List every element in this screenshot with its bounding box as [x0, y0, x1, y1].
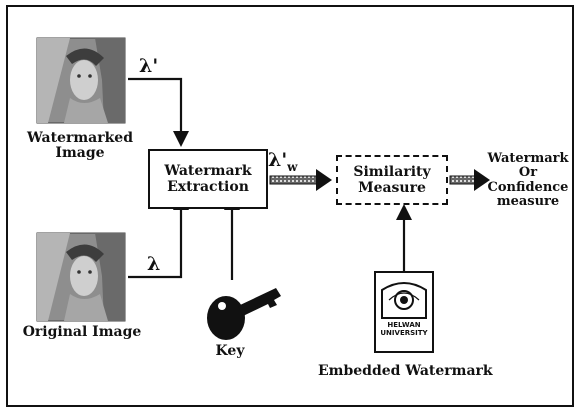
arrow-extraction-to-similarity: [269, 175, 319, 185]
watermarked-image-label: Watermarked Image: [20, 130, 140, 162]
embedded-watermark-label: Embedded Watermark: [318, 363, 493, 379]
watermarked-image-thumbnail: [36, 37, 126, 124]
similarity-measure-box: Similarity Measure: [336, 155, 448, 205]
key-label: Key: [215, 343, 245, 359]
diagram-frame: [6, 5, 574, 407]
original-image-thumbnail: [36, 232, 126, 322]
arrowhead-extraction-to-similarity: [316, 169, 332, 191]
watermark-extraction-box: Watermark Extraction: [148, 149, 268, 209]
arrowhead-embedded: [396, 204, 412, 220]
key-icon: [207, 288, 281, 340]
output-label-line3: Confidence: [487, 179, 569, 195]
output-label: Watermark Or Confidence measure: [478, 151, 578, 209]
similarity-box-line1: Similarity: [353, 163, 431, 180]
embedded-watermark-logo: [374, 271, 434, 353]
arrowhead-watermarked: [173, 131, 189, 147]
arrow-original-to-extraction: [128, 208, 183, 279]
arrow-watermarked-to-extraction: [128, 77, 183, 133]
original-image-label: Original Image: [22, 324, 142, 340]
arrow-similarity-to-output: [449, 175, 477, 185]
watermarked-image-label-line1: Watermarked: [27, 130, 133, 146]
output-label-line1: Watermark: [487, 151, 569, 166]
extracted-symbol-base: λ': [268, 149, 288, 171]
extracted-symbol: λ'w: [268, 150, 297, 174]
output-label-line2: Or: [518, 165, 538, 181]
embedded-logo-text-line2: UNIVERSITY: [380, 328, 428, 337]
similarity-box-line2: Measure: [358, 180, 426, 196]
output-label-line4: measure: [496, 193, 560, 209]
watermarked-symbol: λ': [139, 55, 159, 77]
arrowhead-similarity-to-output: [474, 169, 490, 191]
watermarked-image-label-line2: Image: [55, 145, 105, 162]
embedded-logo-text: HELWAN UNIVERSITY: [375, 321, 433, 337]
extracted-symbol-sub: w: [287, 159, 298, 174]
embedded-logo-text-line1: HELWAN: [387, 321, 421, 329]
original-symbol: λ: [147, 253, 161, 275]
extraction-box-line1: Watermark: [164, 162, 252, 179]
extraction-box-line2: Extraction: [167, 179, 249, 195]
